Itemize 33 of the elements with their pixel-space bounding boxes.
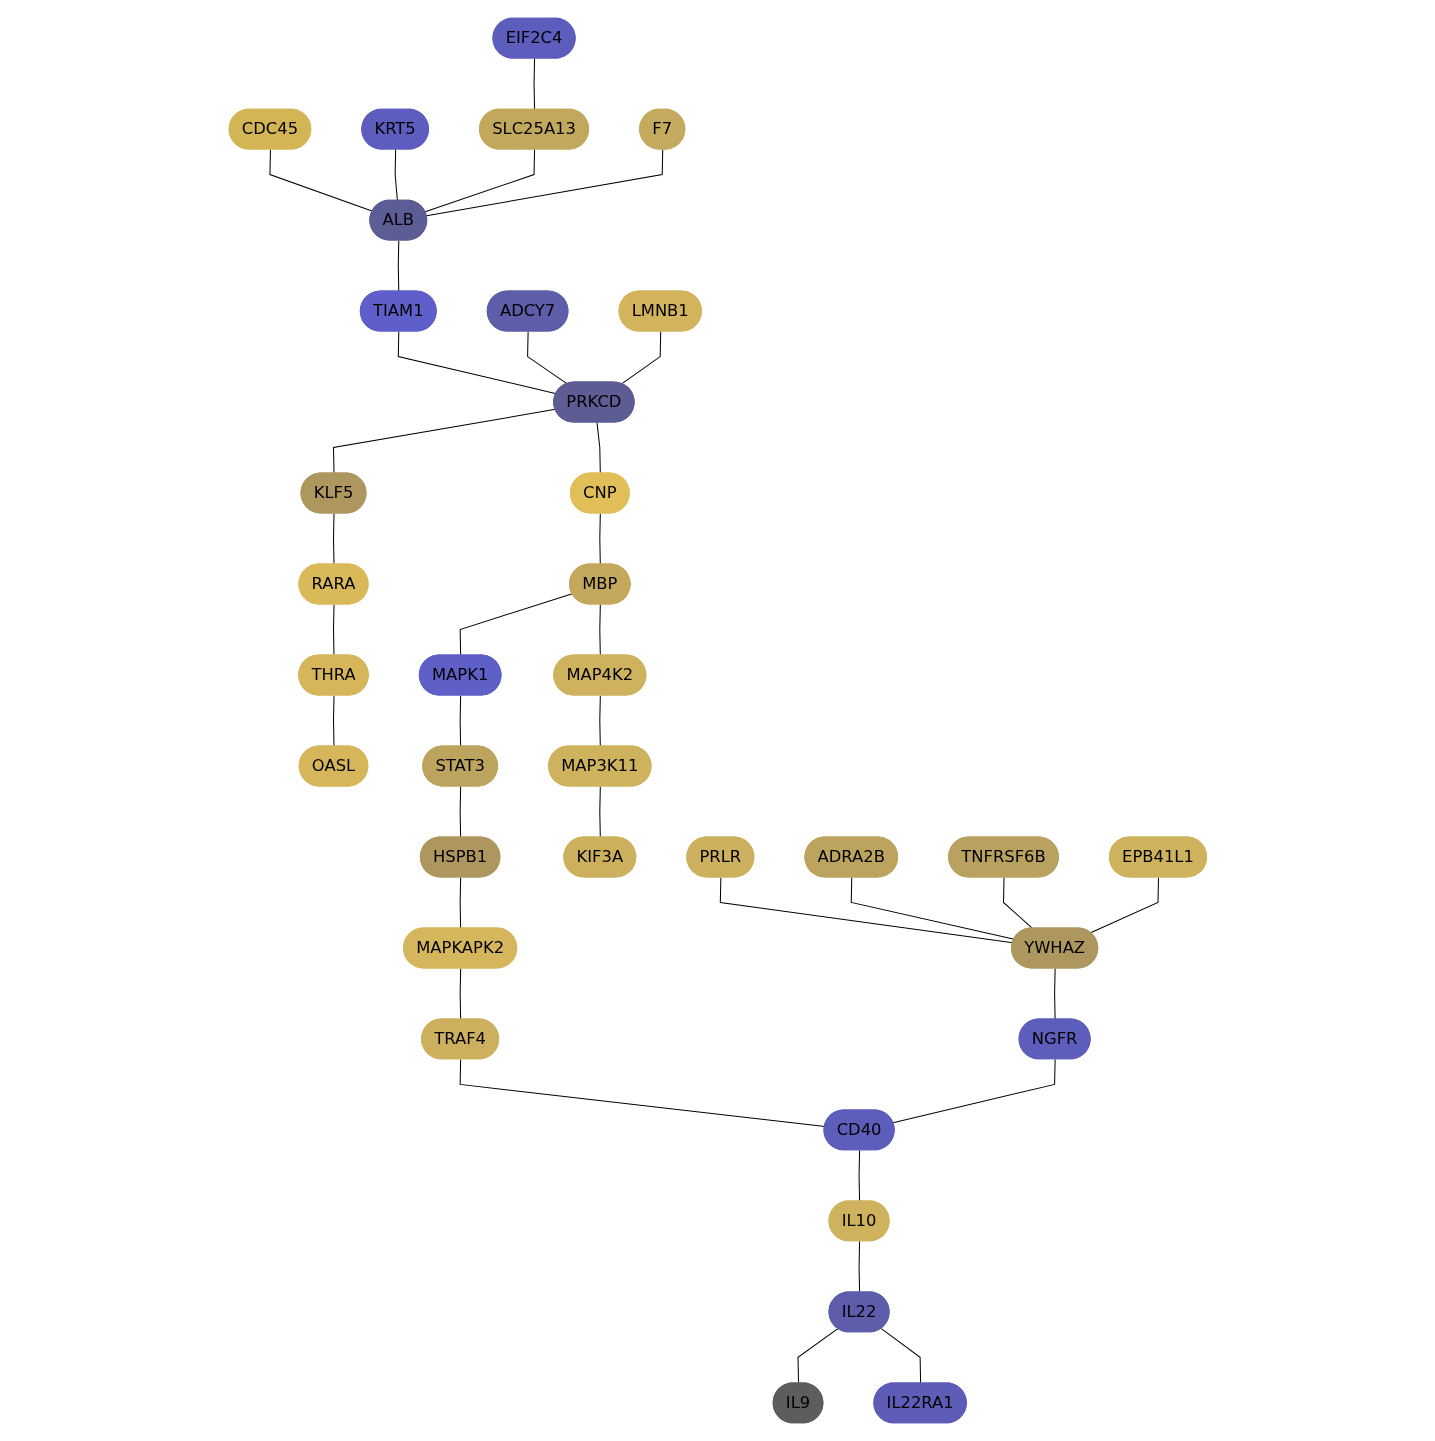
connector: [1002, 876, 1033, 930]
connector: [424, 149, 535, 213]
connector: [620, 331, 661, 385]
connector: [598, 513, 601, 566]
connector: [596, 422, 601, 475]
connector: [459, 694, 461, 748]
connector: [332, 408, 556, 475]
connector: [858, 1240, 860, 1293]
connector: [858, 1149, 860, 1202]
connector: [425, 149, 663, 217]
connector: [1089, 876, 1159, 934]
connector: [397, 331, 557, 395]
connector: [269, 149, 373, 212]
connector: [892, 1058, 1056, 1124]
connector: [332, 603, 335, 657]
connector: [533, 58, 535, 111]
connector: [1053, 967, 1056, 1021]
connector: [598, 785, 601, 839]
connector: [598, 603, 601, 657]
connector: [880, 1328, 921, 1384]
connector: [598, 694, 601, 748]
connector: [332, 513, 335, 566]
connector: [850, 876, 1015, 940]
connector: [526, 331, 568, 385]
connector: [332, 694, 335, 748]
connector: [394, 149, 398, 202]
connector: [459, 593, 573, 657]
connector: [459, 785, 461, 839]
connector: [459, 876, 461, 930]
connector: [719, 876, 1014, 944]
connector: [797, 1328, 838, 1384]
connector: [459, 967, 461, 1021]
connector: [397, 240, 399, 293]
